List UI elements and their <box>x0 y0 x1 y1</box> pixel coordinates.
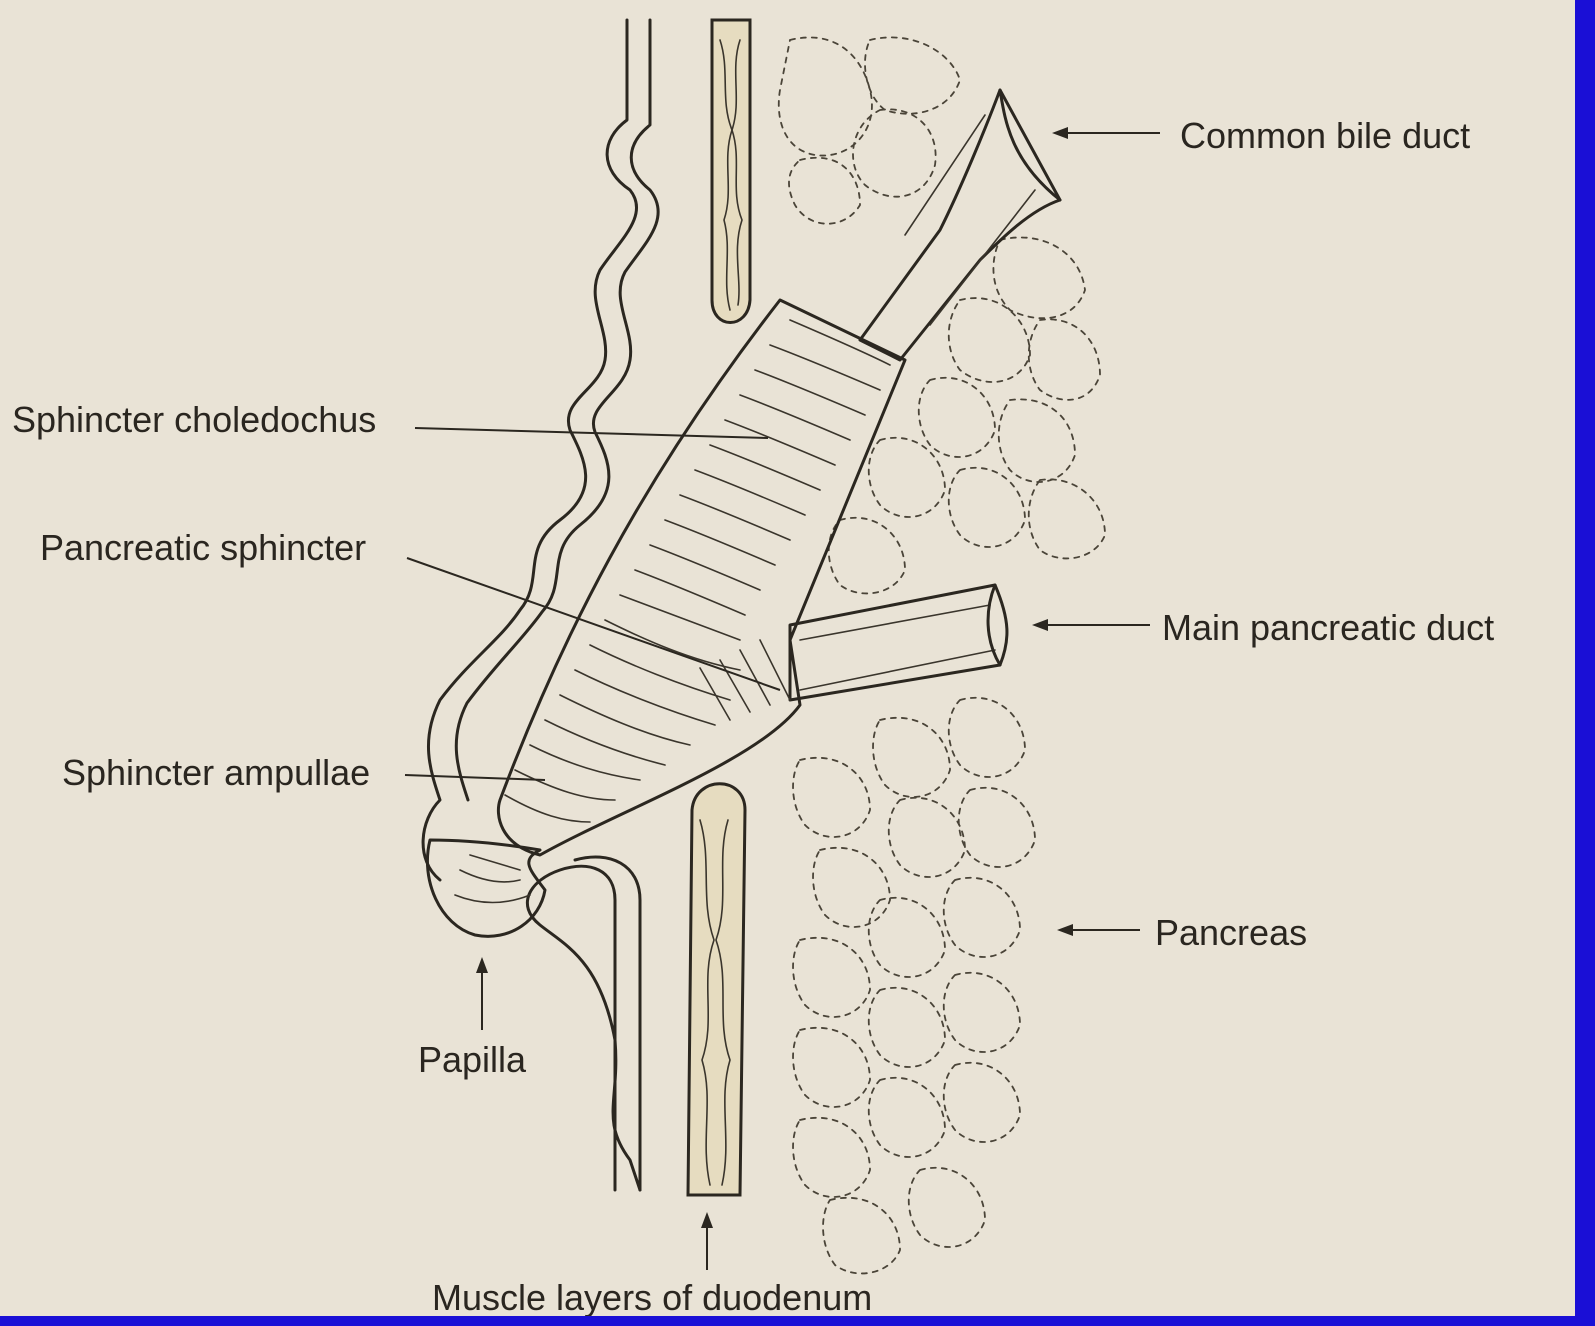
main-pancreatic-duct <box>790 585 1007 700</box>
label-pancreas: Pancreas <box>1155 912 1307 953</box>
pancreas-lobules-lower <box>793 698 1035 1274</box>
label-papilla: Papilla <box>418 1039 527 1080</box>
sphincter-cone <box>498 300 905 855</box>
label-sphincter-choledochus: Sphincter choledochus <box>12 399 376 440</box>
frame-border-right <box>1575 0 1595 1326</box>
common-bile-duct <box>860 90 1060 360</box>
label-common-bile-duct: Common bile duct <box>1180 115 1470 156</box>
label-sphincter-ampullae: Sphincter ampullae <box>62 752 370 793</box>
frame-border-bottom <box>0 1316 1595 1326</box>
muscle-layer-upper <box>712 20 750 323</box>
label-main-pancreatic-duct: Main pancreatic duct <box>1162 607 1494 648</box>
muscle-layer-lower <box>688 784 745 1195</box>
papilla <box>427 840 545 936</box>
label-pancreatic-sphincter: Pancreatic sphincter <box>40 527 366 568</box>
pancreas-lobules-upper <box>779 37 1105 593</box>
label-muscle-layers: Muscle layers of duodenum <box>432 1277 872 1316</box>
leader-lines <box>405 127 1160 1270</box>
